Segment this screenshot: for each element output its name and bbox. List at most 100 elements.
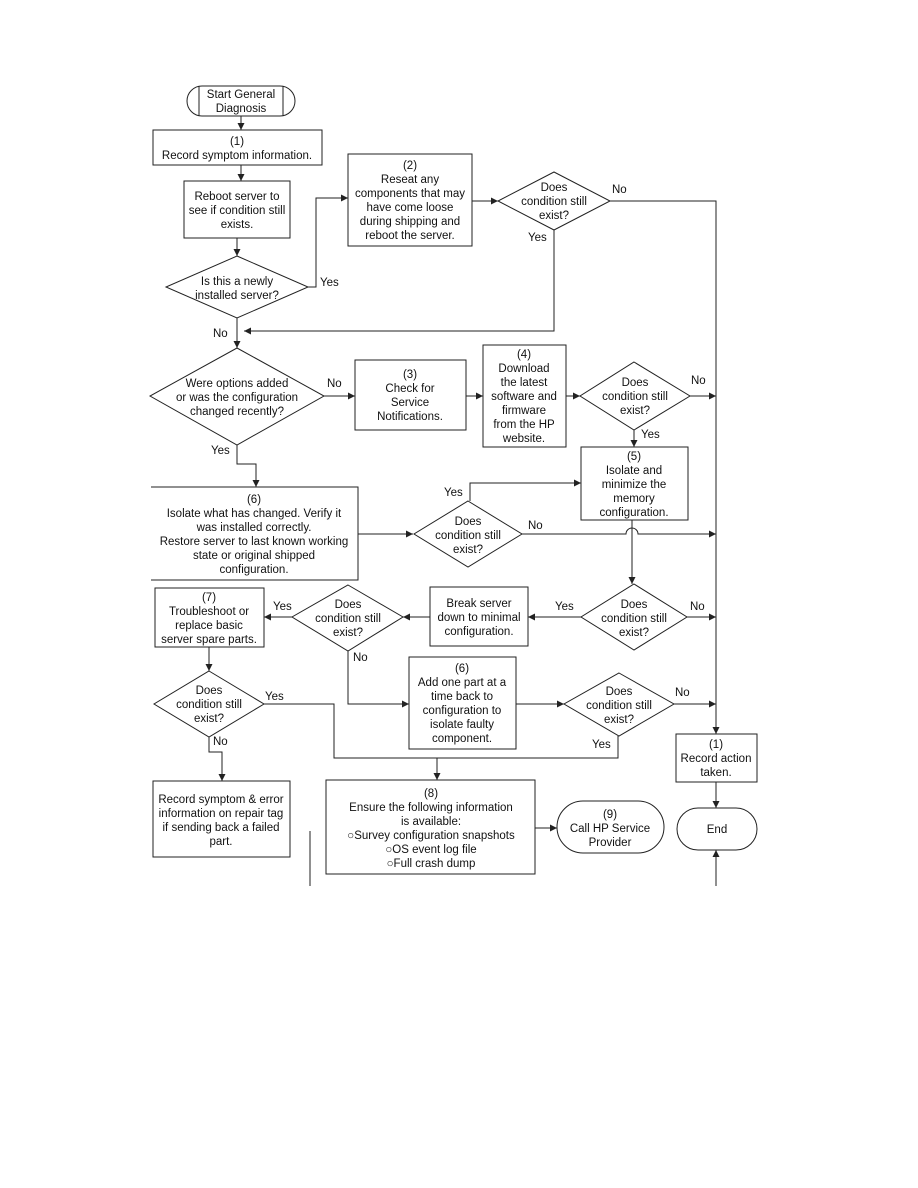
start-line: Diagnosis xyxy=(216,103,267,115)
d-cond6-line: condition still xyxy=(176,699,242,711)
ensure-info-line: is available: xyxy=(401,816,461,828)
d-options-line: changed recently? xyxy=(190,406,284,418)
check-notifications-line: Notifications. xyxy=(377,411,443,423)
reboot-line: Reboot server to xyxy=(194,191,279,203)
d-cond4-line: Does xyxy=(335,599,362,611)
download-line: the latest xyxy=(501,377,548,389)
label-yes-cond6: Yes xyxy=(265,691,284,703)
decision-condition-7: Does condition still exist? xyxy=(562,672,676,737)
d-options-line: Were options added xyxy=(186,378,289,390)
d-options-line: or was the configuration xyxy=(176,392,298,404)
reboot-line: see if condition still xyxy=(189,205,286,217)
reseat-line: components that may xyxy=(355,188,465,200)
label-no-options: No xyxy=(327,378,342,390)
label-yes-cond2: Yes xyxy=(641,429,660,441)
memory-line: Isolate and xyxy=(606,465,662,477)
node-record-symptom: (1)Record symptom information. xyxy=(152,129,323,166)
download-line: Download xyxy=(498,363,549,375)
arrow-cond6-no-to-record-error xyxy=(208,736,226,781)
arrow-cond1-no-to-record-action xyxy=(610,200,720,734)
d-cond2-line: condition still xyxy=(602,391,668,403)
add-part-line: component. xyxy=(432,733,492,745)
connectors xyxy=(205,116,720,886)
decision-condition-7-text: Does condition still exist? xyxy=(586,686,652,726)
label-no-cond5: No xyxy=(690,601,705,613)
end-line: End xyxy=(707,824,727,836)
isolate-changed-line: Restore server to last known working xyxy=(160,536,349,548)
break-down-line: Break server xyxy=(446,598,511,610)
check-notifications-line: (3) xyxy=(403,369,417,381)
label-no-cond3: No xyxy=(528,520,543,532)
arrow-cond3-no-to-right xyxy=(522,527,716,538)
call-hp-line: Call HP Service xyxy=(570,823,650,835)
d-cond1-line: exist? xyxy=(539,210,569,222)
download-line: firmware xyxy=(502,405,546,417)
d-cond7-line: condition still xyxy=(586,700,652,712)
ensure-info-line: ○Survey configuration snapshots xyxy=(347,830,515,842)
d-cond2-line: Does xyxy=(622,377,649,389)
add-part-line: isolate faulty xyxy=(430,719,494,731)
arrow-cond7-yes-to-ensure xyxy=(433,736,619,780)
d-cond7-line: Does xyxy=(606,686,633,698)
reseat-line: during shipping and xyxy=(360,216,460,228)
connector-labels: Yes No Yes No No No Yes Yes Yes No Yes Y… xyxy=(211,184,706,751)
d-cond4-line: condition still xyxy=(315,613,381,625)
arrow-cond6-yes-to-ensure xyxy=(264,703,437,759)
d-cond3-line: condition still xyxy=(435,530,501,542)
decision-options-added-text: Were options added or was the configurati… xyxy=(176,378,298,418)
decision-condition-4-text: Does condition still exist? xyxy=(315,599,381,639)
ensure-info-line: ○OS event log file xyxy=(385,844,476,856)
d-cond7-line: exist? xyxy=(604,714,634,726)
add-part-line: Add one part at a xyxy=(418,677,507,689)
download-line: software and xyxy=(491,391,557,403)
label-no-cond7: No xyxy=(675,687,690,699)
reseat-line: have come loose xyxy=(367,202,454,214)
node-end: End xyxy=(676,807,758,851)
call-hp-line: Provider xyxy=(589,837,632,849)
reseat-line: reboot the server. xyxy=(365,230,455,242)
start-line: Start General xyxy=(207,89,275,101)
label-yes-cond5: Yes xyxy=(555,601,574,613)
check-notifications-line: Check for xyxy=(385,383,434,395)
memory-line: minimize the xyxy=(602,479,667,491)
d-cond4-line: exist? xyxy=(333,627,363,639)
record-action-line: Record action xyxy=(681,753,752,765)
arrow-cond4-no-to-add-part xyxy=(347,651,409,708)
call-hp-line: (9) xyxy=(603,809,617,821)
arrow-cond1-yes-to-no-node xyxy=(244,229,555,335)
d-cond1-line: condition still xyxy=(521,196,587,208)
record-action-line: (1) xyxy=(709,739,723,751)
label-yes-options: Yes xyxy=(211,445,230,457)
d-cond5-line: condition still xyxy=(601,613,667,625)
record-symptom-line: (1) xyxy=(230,136,244,148)
record-error-line: part. xyxy=(209,836,232,848)
label-no-cond6: No xyxy=(213,736,228,748)
record-error-line: Record symptom & error xyxy=(158,794,283,806)
label-yes-cond1: Yes xyxy=(528,232,547,244)
troubleshoot-line: replace basic xyxy=(175,620,243,632)
decision-options-added: Were options added or was the configurati… xyxy=(148,347,326,446)
